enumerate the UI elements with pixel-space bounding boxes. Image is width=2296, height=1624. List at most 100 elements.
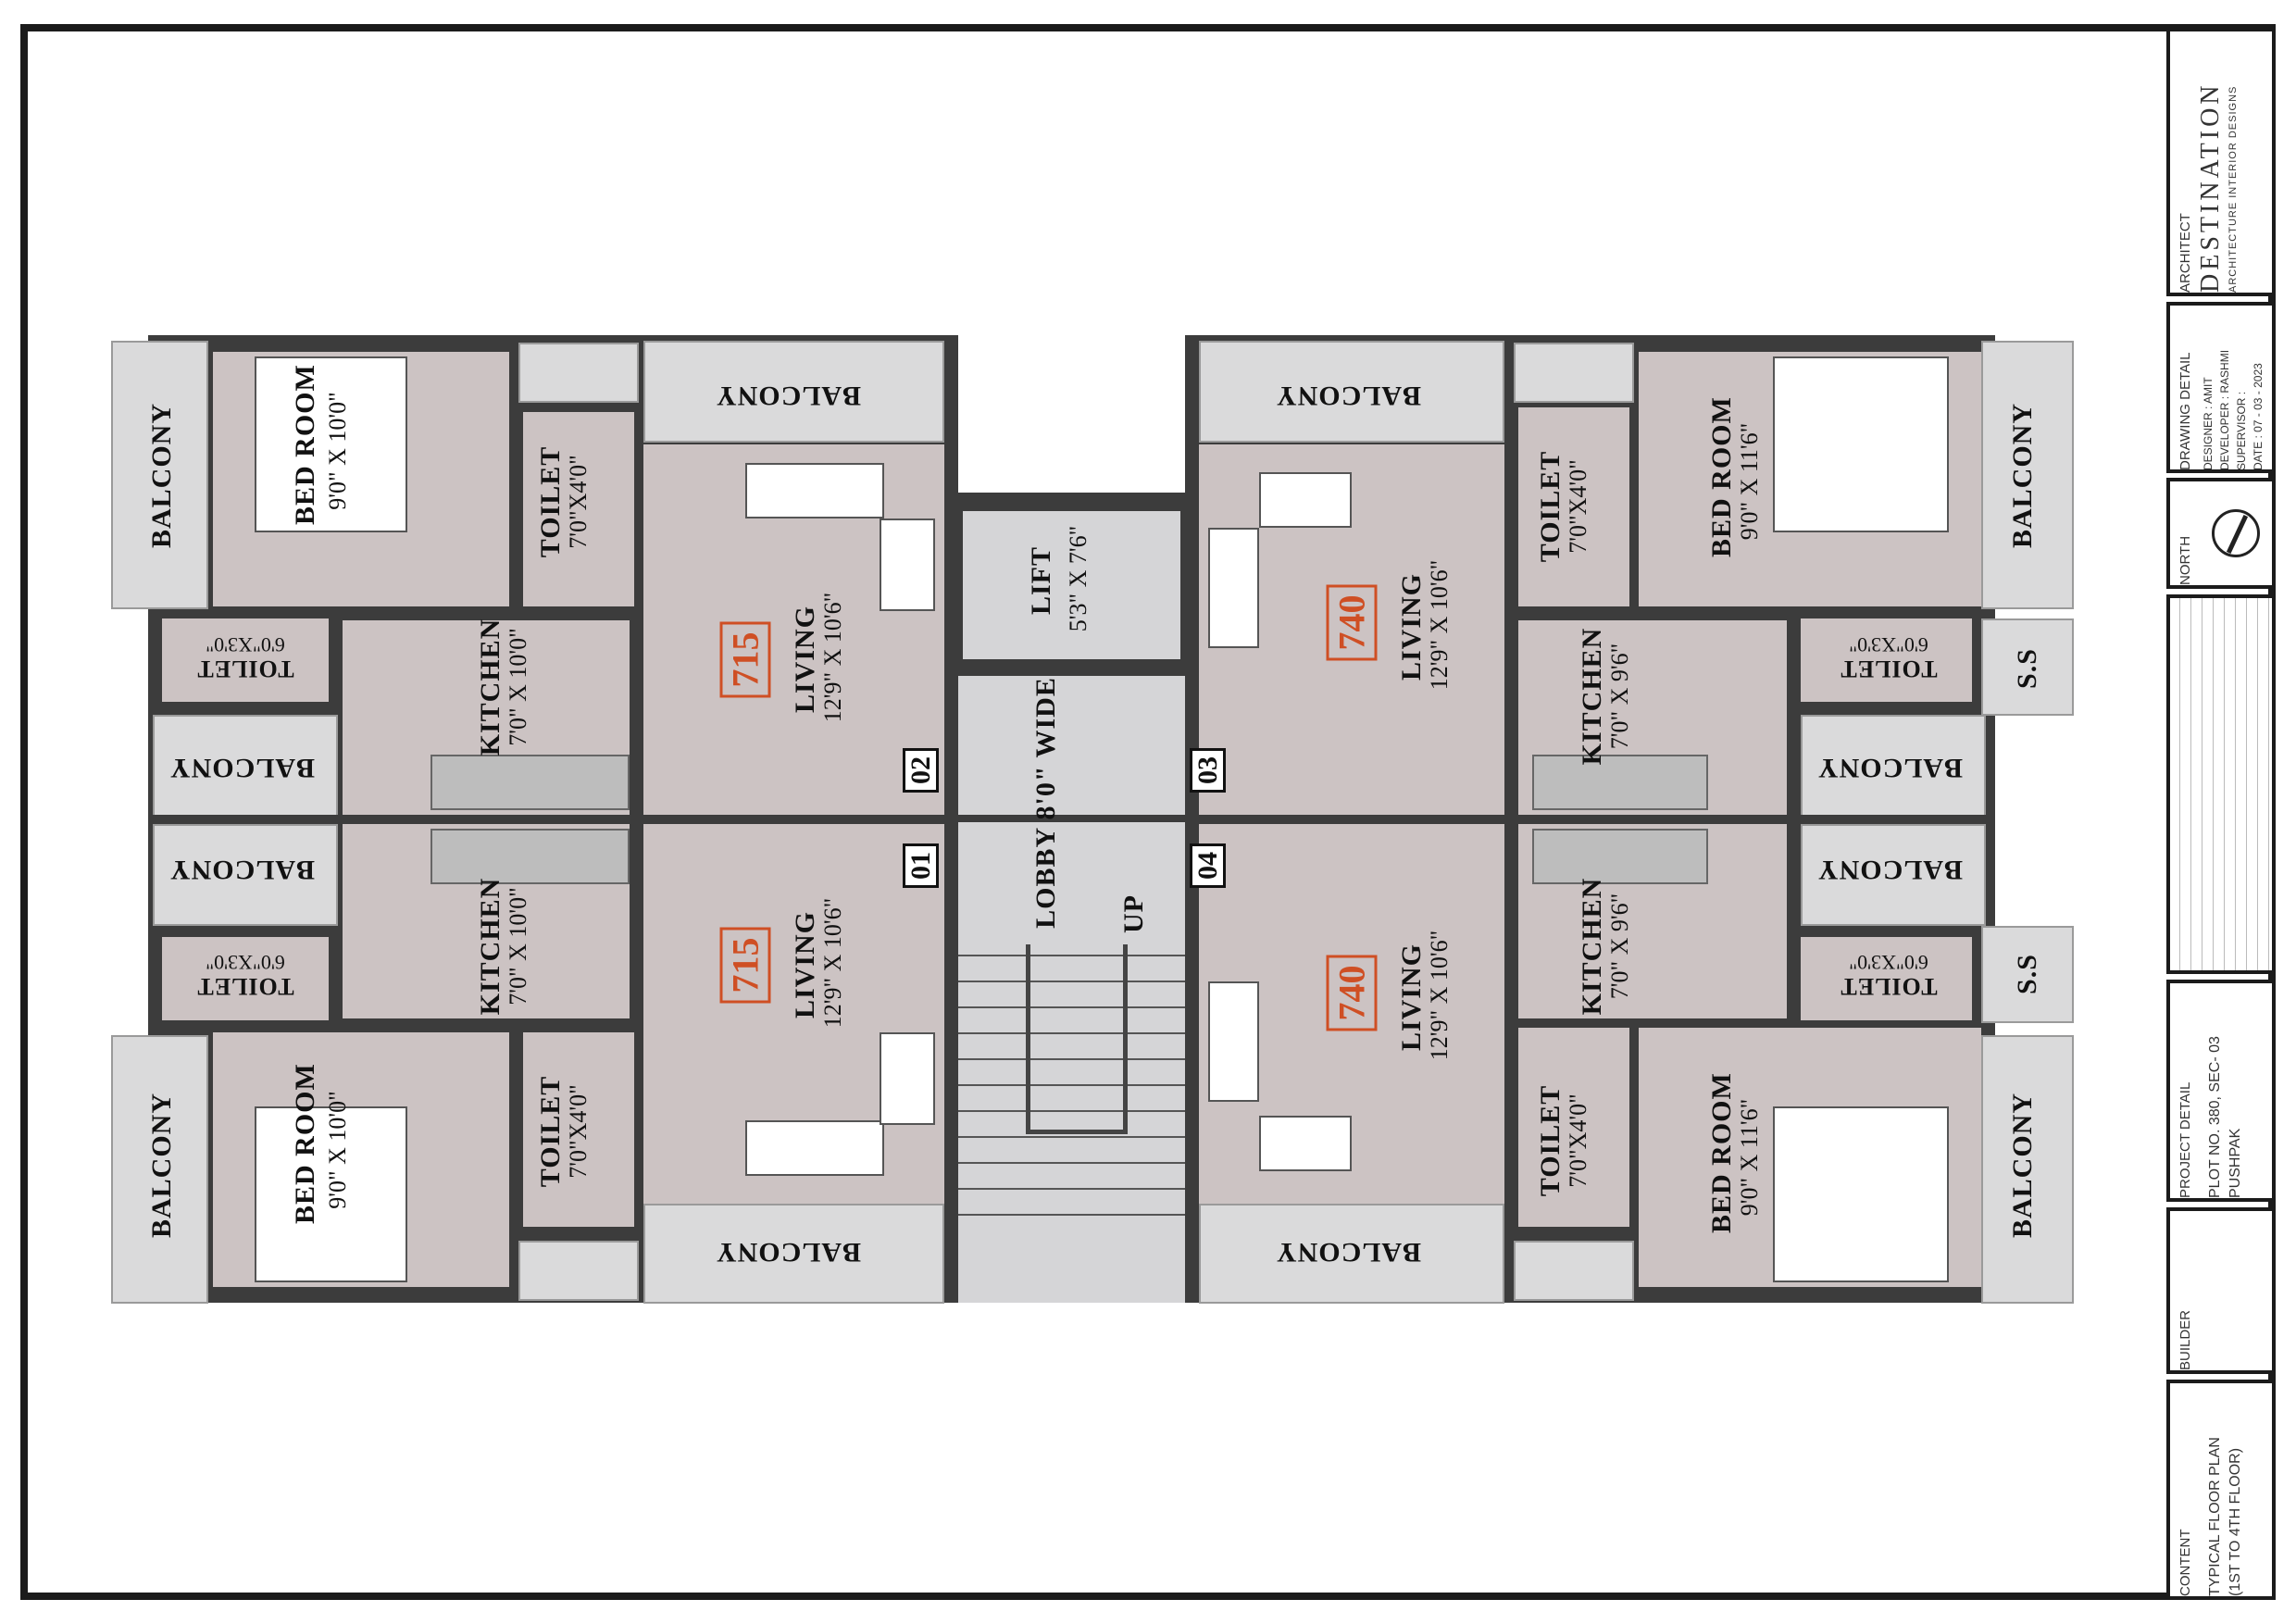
small-toilet [162, 937, 329, 1020]
firm-logo: DESTINATION [2196, 81, 2225, 293]
living-dim: 12'9" X 10'6" [1426, 930, 1453, 1061]
bedroom-dim: 9'0" X 11'6" [1736, 422, 1763, 541]
balcony-label: BALCONY [168, 855, 315, 885]
flat-number: 04 [1190, 843, 1226, 889]
kitchen-counter [1532, 755, 1708, 810]
floor-plan: BED ROOM 9'0" X 10'0" TOILET 7'0"X4'0" K… [111, 335, 2074, 1304]
kitchen-dim: 7'0" X 9'6" [1606, 893, 1633, 1000]
sofa [1208, 528, 1259, 648]
balcony-label: BALCONY [1275, 1237, 1421, 1268]
balcony-label: BALCONY [715, 1237, 861, 1268]
bedroom-dim: 9'0" X 11'6" [1736, 1098, 1763, 1217]
content-line-1: TYPICAL FLOOR PLAN [2207, 1437, 2223, 1596]
toilet [1518, 1028, 1629, 1227]
balcony-label: BALCONY [1816, 753, 1963, 783]
kitchen-label: KITCHEN [1577, 627, 1607, 766]
living-dim: 12'9" X 10'6" [819, 592, 846, 723]
ss-label: S.S [2012, 648, 2042, 689]
toilet-small-label: TOILET [196, 973, 294, 1000]
lift-label: LIFT [1026, 545, 1056, 616]
kitchen-counter [1532, 829, 1708, 884]
toilet-small-label: TOILET [1840, 656, 1938, 682]
toilet-dim: 7'0"X4'0" [565, 1084, 592, 1179]
date: DATE : 07 - 03 - 2023 [2252, 363, 2265, 470]
project-line-2: PUSHPAK [2227, 1128, 2243, 1198]
balcony-label: BALCONY [715, 381, 861, 411]
balcony [1981, 1035, 2074, 1304]
balcony [1199, 1204, 1504, 1304]
bedroom-label: BED ROOM [290, 1063, 320, 1224]
party-wall [148, 815, 1995, 822]
toilet-small-dim: 6'0"X3'0" [1849, 951, 1928, 974]
living-dim: 12'9" X 10'6" [819, 897, 846, 1029]
title-block-drawing-detail: DRAWING DETAIL DESIGNER : AMIT DEVELOPER… [2166, 302, 2276, 473]
balcony-label: BALCONY [146, 1092, 177, 1238]
bed [1773, 1106, 1949, 1282]
kitchen-dim: 7'0" X 9'6" [1606, 643, 1633, 750]
toilet-label: TOILET [535, 1075, 566, 1188]
toilet-small-label: TOILET [196, 656, 294, 682]
designer: DESIGNER : AMIT [2202, 377, 2215, 470]
kitchen-label: KITCHEN [1577, 877, 1607, 1016]
bedroom-dim: 9'0" X 10'0" [324, 392, 351, 510]
kitchen-counter [430, 829, 630, 884]
balcony-label: BALCONY [1816, 855, 1963, 885]
toilet-dim: 7'0"X4'0" [1565, 459, 1591, 554]
up-label: UP [1118, 894, 1149, 933]
bedroom-label: BED ROOM [1706, 1072, 1737, 1233]
flat-number: 03 [1190, 747, 1226, 793]
balcony [643, 1204, 944, 1304]
balcony [1199, 341, 1504, 443]
title-block-content: CONTENT TYPICAL FLOOR PLAN (1ST TO 4TH F… [2166, 1380, 2276, 1600]
small-toilet [162, 618, 329, 702]
content-line-2: (1ST TO 4TH FLOOR) [2227, 1447, 2243, 1596]
balcony [1801, 824, 1986, 926]
supervisor: SUPERVISOR : [2235, 391, 2248, 470]
developer: DEVELOPER : RASHMI [2218, 349, 2231, 470]
duct [1514, 1241, 1634, 1301]
ss-shaft [1981, 618, 2074, 716]
kitchen-counter [430, 755, 630, 810]
ss-label: S.S [2012, 954, 2042, 994]
balcony [1981, 341, 2074, 609]
balcony-label: BALCONY [146, 402, 177, 548]
flat-area: 740 [1326, 584, 1378, 661]
bedroom-dim: 9'0" X 10'0" [324, 1091, 351, 1209]
duct [518, 1241, 639, 1301]
toilet-small-label: TOILET [1840, 973, 1938, 1000]
title-block-builder: BUILDER [2166, 1207, 2276, 1374]
toilet [523, 412, 634, 606]
toilet-small-dim: 6'0"X3'0" [1849, 633, 1928, 656]
staircase [958, 931, 1185, 1222]
lobby-label: LOBBY 8'0" WIDE [1030, 677, 1061, 929]
balcony-label: BALCONY [2007, 402, 2038, 548]
toilet-label: TOILET [535, 445, 566, 558]
balcony-label: BALCONY [1275, 381, 1421, 411]
north-arrow-icon [2212, 509, 2260, 557]
title-block-notes [2166, 594, 2276, 974]
duct [518, 343, 639, 403]
small-toilet [1801, 618, 1972, 702]
title-block-architect: ARCHITECT DESTINATION ARCHITECTURE INTER… [2166, 28, 2276, 296]
flat-area: 715 [719, 621, 771, 698]
toilet [1518, 407, 1629, 606]
stair-well [1026, 944, 1128, 1134]
firm-subtitle: ARCHITECTURE INTERIOR DESIGNS [2227, 85, 2239, 293]
toilet-dim: 7'0"X4'0" [565, 455, 592, 549]
balcony [1801, 715, 1986, 817]
living-label: LIVING [790, 910, 820, 1019]
balcony-label: BALCONY [2007, 1092, 2038, 1238]
project-heading: PROJECT DETAIL [2177, 1081, 2193, 1198]
toilet-dim: 7'0"X4'0" [1565, 1093, 1591, 1188]
small-toilet [1801, 937, 1972, 1020]
kitchen-label: KITCHEN [475, 618, 505, 756]
lift-shaft [963, 511, 1180, 659]
title-block-project: PROJECT DETAIL PLOT NO. 380, SEC- 03 PUS… [2166, 980, 2276, 1202]
bed [255, 1106, 407, 1282]
ss-shaft [1981, 926, 2074, 1023]
kitchen-dim: 7'0" X 10'0" [505, 887, 531, 1006]
kitchen-label: KITCHEN [475, 877, 505, 1016]
content-heading: CONTENT [2177, 1529, 2193, 1597]
toilet [523, 1032, 634, 1227]
bed [1773, 356, 1949, 532]
